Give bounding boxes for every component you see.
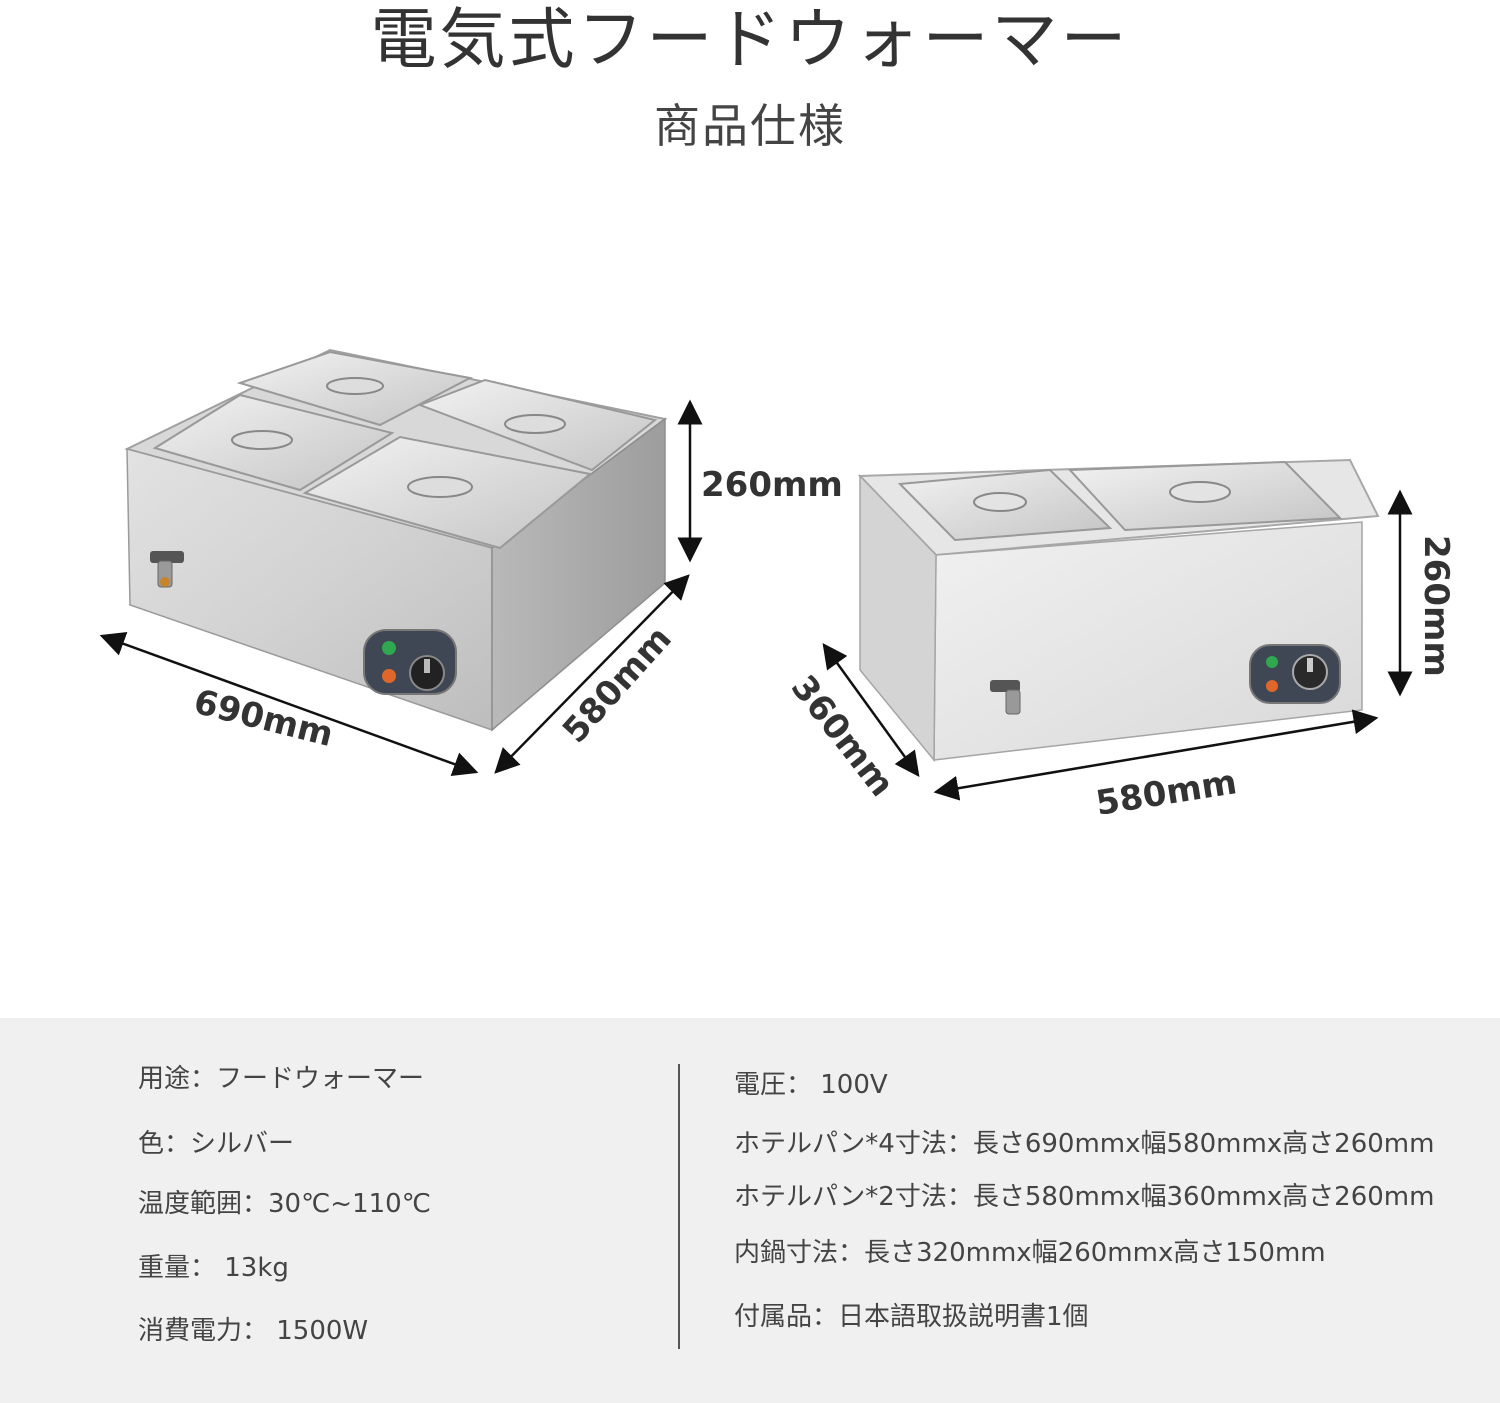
height-label: 260mm bbox=[701, 465, 843, 505]
spec-4-pan-dimensions: ホテルパン*4寸法：長さ690mmx幅580mmx高さ260mm bbox=[734, 1129, 1435, 1159]
lid-handle bbox=[231, 430, 293, 450]
drain-valve bbox=[150, 551, 184, 588]
lid-handle bbox=[973, 492, 1027, 512]
heat-indicator-orange bbox=[382, 669, 396, 683]
width-label: 580mm bbox=[1093, 762, 1239, 824]
spec-color: 色：シルバー bbox=[138, 1129, 295, 1159]
food-warmer-2-pan bbox=[857, 458, 1380, 763]
page-subtitle: 商品仕様 bbox=[654, 99, 846, 153]
product-illustration: 260mm 690mm 580mm 260mm 360mm 580mm bbox=[99, 348, 1456, 824]
lid-handle bbox=[504, 414, 566, 434]
drain-valve bbox=[990, 680, 1021, 715]
food-warmer-4-pan bbox=[124, 348, 668, 732]
spec-temperature-range: 温度範囲：30℃~110℃ bbox=[138, 1189, 431, 1219]
control-panel bbox=[363, 629, 457, 695]
depth-dimension-line bbox=[822, 642, 920, 778]
spec-accessories: 付属品：日本語取扱説明書1個 bbox=[734, 1302, 1089, 1332]
spec-2-pan-dimensions: ホテルパン*2寸法：長さ580mmx幅360mmx高さ260mm bbox=[734, 1182, 1435, 1212]
control-panel bbox=[1249, 644, 1341, 704]
power-indicator-green bbox=[382, 641, 396, 655]
lid-handle bbox=[407, 476, 473, 498]
heat-indicator-orange bbox=[1266, 680, 1278, 692]
width-dimension-line bbox=[99, 631, 479, 777]
lid-handle bbox=[326, 377, 384, 395]
spec-power-consumption: 消費電力： 1500W bbox=[138, 1316, 369, 1346]
lid-handle bbox=[1169, 481, 1231, 503]
height-label: 260mm bbox=[1416, 535, 1456, 677]
depth-dimension-line bbox=[494, 574, 690, 774]
page-title: 電気式フードウォーマー bbox=[370, 1, 1130, 78]
width-label: 690mm bbox=[190, 682, 337, 755]
spec-voltage: 電圧： 100V bbox=[734, 1070, 888, 1100]
width-dimension-line bbox=[933, 709, 1379, 801]
power-indicator-green bbox=[1266, 656, 1278, 668]
spec-weight: 重量： 13kg bbox=[138, 1253, 289, 1283]
warmer-front-panel bbox=[933, 521, 1363, 761]
spec-usage: 用途：フードウォーマー bbox=[138, 1064, 425, 1094]
spec-panel: 用途：フードウォーマー 色：シルバー 温度範囲：30℃~110℃ 重量： 13k… bbox=[0, 1018, 1500, 1403]
spec-divider bbox=[678, 1064, 680, 1349]
spec-inner-pot-dimensions: 内鍋寸法：長さ320mmx幅260mmx高さ150mm bbox=[734, 1238, 1326, 1268]
